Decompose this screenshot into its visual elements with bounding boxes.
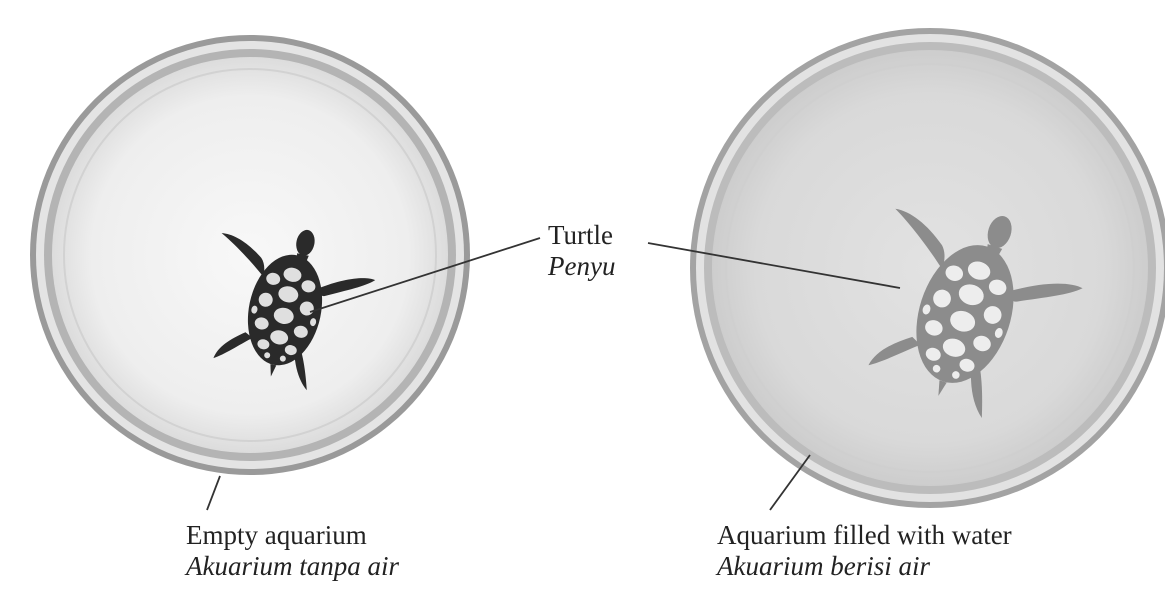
turtle-label: Turtle Penyu xyxy=(548,220,615,282)
water-aquarium-label-en: Aquarium filled with water xyxy=(717,520,1012,551)
water-aquarium-label-ms: Akuarium berisi air xyxy=(717,551,1012,582)
empty-aquarium xyxy=(30,35,470,475)
water-aquarium xyxy=(690,28,1165,508)
empty-aquarium-label-ms: Akuarium tanpa air xyxy=(186,551,399,582)
empty-aquarium-label: Empty aquarium Akuarium tanpa air xyxy=(186,520,399,582)
turtle-label-en: Turtle xyxy=(548,220,615,251)
water-aquarium-leader xyxy=(770,455,810,510)
water-aquarium-floor xyxy=(712,50,1148,486)
empty-aquarium-leader xyxy=(207,476,220,510)
empty-aquarium-label-en: Empty aquarium xyxy=(186,520,399,551)
water-aquarium-label: Aquarium filled with water Akuarium beri… xyxy=(717,520,1012,582)
turtle-label-ms: Penyu xyxy=(548,251,615,282)
